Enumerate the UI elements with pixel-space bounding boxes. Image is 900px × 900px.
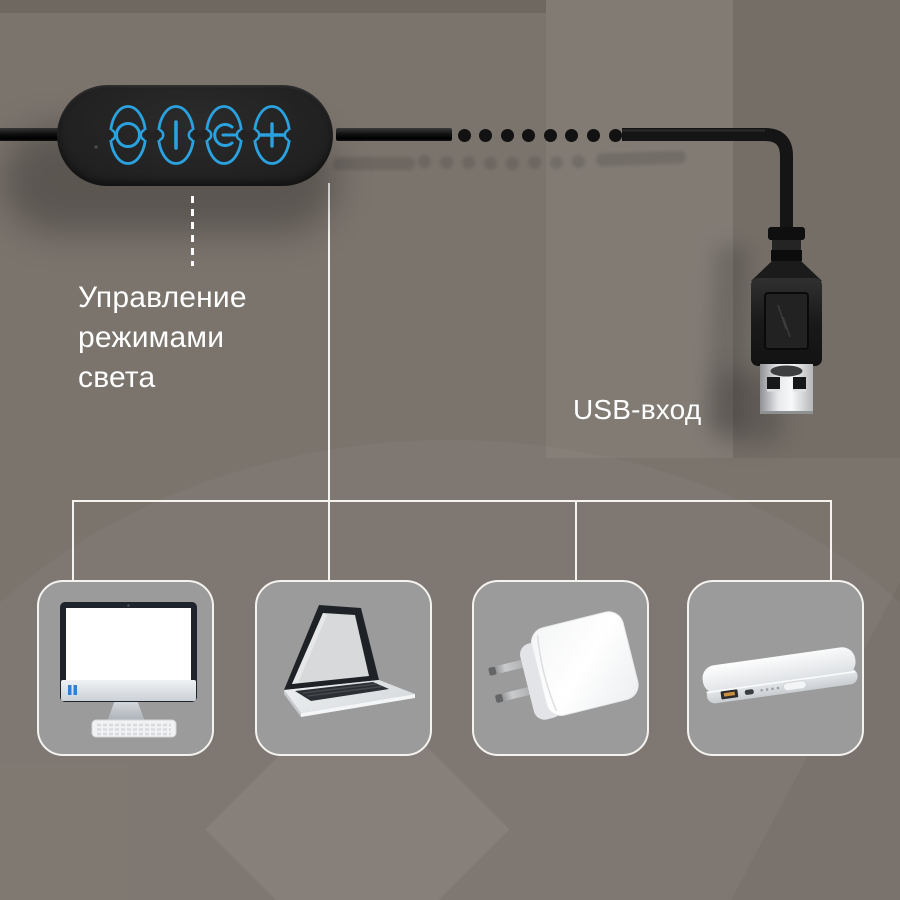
controller-caption-line2: режимами [78, 321, 225, 354]
bracket-horizontal-line [73, 500, 832, 502]
power-bank-image [702, 647, 858, 704]
controller-caption-line3: света [78, 361, 156, 394]
background-top-strip [0, 0, 546, 13]
cable-shadow-dot [528, 156, 541, 169]
cable-shadow-dot [572, 155, 585, 168]
cable-dot [544, 129, 557, 142]
cable-dot [587, 129, 600, 142]
controller-caption: Управление режимами света [78, 278, 247, 398]
bracket-drop-line-3 [575, 500, 577, 581]
power-toggle-button[interactable] [198, 105, 250, 165]
controller-to-box-line [328, 183, 330, 581]
cable-shadow-dot [484, 157, 497, 170]
controller-caption-line1: Управление [78, 281, 247, 314]
usb-connector [751, 227, 822, 414]
cable-shadow-dot [418, 155, 431, 168]
cable-dot [522, 129, 535, 142]
device-box-laptop [255, 580, 432, 756]
usb-caption: USB-вход [573, 394, 702, 425]
device-box-desktop [37, 580, 214, 756]
cable-dot [565, 129, 578, 142]
strain-relief [768, 227, 805, 240]
mode-circle-button[interactable] [102, 105, 154, 165]
device-box-charger [472, 580, 649, 756]
cable-left-stub [0, 128, 62, 141]
wall-charger-image [488, 611, 639, 720]
plus-button[interactable] [246, 105, 298, 165]
bracket-drop-line-4 [830, 500, 832, 581]
device-box-powerbank [687, 580, 864, 756]
cable-segment [336, 128, 452, 141]
cable-shadow-dot [550, 156, 563, 169]
cable-shadow-dot [462, 156, 475, 169]
brightness-bar-button[interactable] [150, 105, 202, 165]
cable-bend [622, 128, 793, 246]
cable-shadow-dot [440, 156, 453, 169]
cable-shadow [333, 157, 415, 170]
callout-dashed-line [191, 196, 194, 266]
cable-shadow-dot [506, 157, 519, 170]
cable-dot [609, 129, 622, 142]
laptop-image [284, 605, 415, 717]
desktop-computer-image [60, 602, 197, 738]
controller-buttons [94, 105, 298, 165]
cable-dot [479, 129, 492, 142]
cable-dot [501, 129, 514, 142]
controller-led [94, 145, 98, 149]
cable-dot [458, 129, 471, 142]
bracket-drop-line-1 [72, 500, 74, 581]
